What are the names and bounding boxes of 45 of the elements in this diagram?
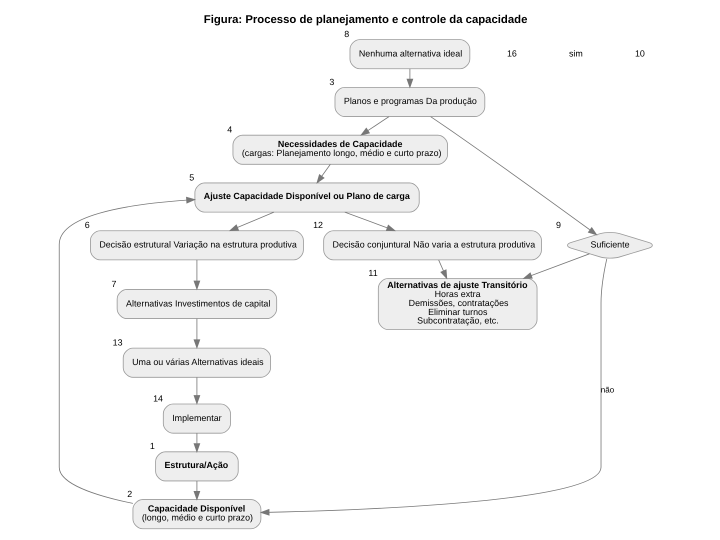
- node-box: Implementar: [162, 404, 230, 434]
- arrow: [228, 212, 274, 232]
- node-label: 6: [84, 220, 90, 230]
- node-label: 5: [188, 172, 194, 182]
- arrow: [522, 253, 590, 279]
- node-box: Planos e programas Da produção: [334, 86, 485, 117]
- arrow: [406, 68, 413, 89]
- arrow: [438, 260, 447, 280]
- arrow: [193, 480, 200, 501]
- node-label: 9: [556, 220, 561, 230]
- node-box: Alternativas Investimentos de capital: [116, 289, 277, 319]
- node-label: 8: [344, 29, 349, 40]
- node-label: 7: [110, 278, 116, 289]
- label: 10: [634, 48, 644, 58]
- node-label: 14: [152, 393, 162, 404]
- node-box: Ajuste Capacidade Disponível ou Plano de carga: [194, 182, 420, 212]
- arrow: [193, 318, 200, 350]
- arrow: [193, 377, 200, 405]
- node-box: Alternativas de ajuste Transitório Horas extra Demissões, contratações Eliminar turnos Subcontratação, etc.: [377, 278, 537, 330]
- node-box: Uma ou várias Alternativas ideais: [122, 348, 271, 378]
- node-label: 4: [226, 124, 232, 135]
- node-label: 2: [126, 489, 132, 499]
- node-box: Nenhuma alternativa ideal: [349, 39, 470, 70]
- arrow: [193, 260, 200, 290]
- node-label: 12: [312, 220, 323, 230]
- node-label: 3: [328, 76, 334, 87]
- node-box: Capacidade Disponível (longo, médio e curto prazo): [132, 499, 261, 530]
- arrow: [360, 116, 389, 136]
- arrow: [316, 164, 330, 184]
- node-box: Estrutura/Ação: [154, 451, 238, 482]
- arrow: [259, 258, 607, 516]
- arrow: [430, 116, 598, 236]
- node-label: 13: [112, 338, 122, 348]
- node-box: Decisão conjuntural Não varia a estrutura produtiva: [322, 230, 542, 260]
- label: 16: [506, 48, 516, 58]
- diagram-title: Figura: Processo de planejamento e controle da capacidade: [203, 14, 527, 26]
- arrow: [58, 196, 196, 504]
- node-label: 11: [368, 268, 378, 278]
- edge-label: não: [600, 386, 614, 395]
- node-box: Necessidades de Capacidade (cargas: Planejamento longo, médio e curto prazo): [232, 134, 448, 165]
- arrow: [344, 212, 396, 232]
- node-box: Decisão estrutural Variação na estrutura produtiva: [90, 230, 304, 260]
- label: sim: [568, 48, 582, 58]
- node-label: 1: [149, 441, 154, 452]
- arrow: [193, 432, 200, 453]
